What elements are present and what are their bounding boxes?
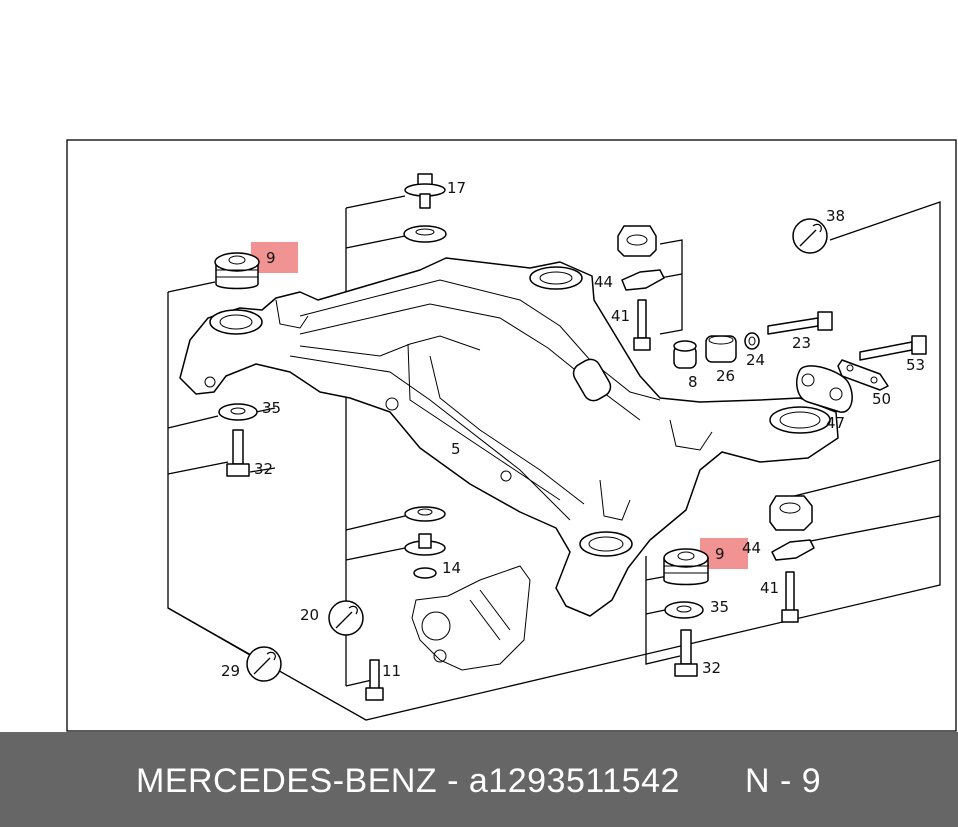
washer-35-left xyxy=(218,403,258,421)
callout-44-upper: 44 xyxy=(594,273,613,291)
callout-41-upper: 41 xyxy=(611,307,630,325)
callout-47: 47 xyxy=(826,414,845,432)
bracket-50 xyxy=(837,359,889,391)
callout-53: 53 xyxy=(906,356,925,374)
wrench-icon-20 xyxy=(328,600,364,636)
callout-32-right: 32 xyxy=(702,659,721,677)
nut-lower xyxy=(769,495,813,531)
callout-38: 38 xyxy=(826,207,845,225)
callout-17: 17 xyxy=(447,179,466,197)
callout-11: 11 xyxy=(382,662,401,680)
part-info-footer: MERCEDES-BENZ - a1293511542 N - 9 xyxy=(0,732,958,827)
brand-part-number: MERCEDES-BENZ - a1293511542 xyxy=(136,762,680,800)
callout-26: 26 xyxy=(716,367,735,385)
callout-35-right: 35 xyxy=(710,598,729,616)
diagram-frame xyxy=(66,139,957,732)
leader-lines xyxy=(167,195,941,721)
mount-47 xyxy=(795,365,853,413)
callout-24: 24 xyxy=(746,351,765,369)
callout-20: 20 xyxy=(300,606,319,624)
callout-50: 50 xyxy=(872,390,891,408)
bolt-17 xyxy=(404,173,446,209)
callout-32-left: 32 xyxy=(254,460,273,478)
plate-44-upper xyxy=(621,269,665,291)
washer-35-right xyxy=(664,601,704,619)
bushing-8 xyxy=(673,340,697,369)
bolt-11 xyxy=(365,659,384,701)
exploded-parts-diagram: 17 38 9 44 41 23 8 26 24 53 50 47 35 32 … xyxy=(66,139,957,732)
callout-14: 14 xyxy=(442,559,461,577)
callout-41-lower: 41 xyxy=(760,579,779,597)
bolt-53 xyxy=(859,335,927,361)
bolt-23 xyxy=(767,311,833,335)
callout-23: 23 xyxy=(792,334,811,352)
diagram-position: N - 9 xyxy=(745,762,822,800)
bolt-41-lower xyxy=(781,571,799,623)
callout-9-right: 9 xyxy=(715,545,725,563)
highlight-item-9-left xyxy=(251,242,298,273)
bolt-41-upper xyxy=(633,299,651,351)
callout-35-left: 35 xyxy=(262,399,281,417)
nut-upper xyxy=(617,225,657,257)
washer-24 xyxy=(744,332,760,350)
rear-axle-carrier xyxy=(179,257,839,617)
callout-29: 29 xyxy=(221,662,240,680)
wrench-icon-38 xyxy=(792,218,828,254)
callout-44-lower: 44 xyxy=(742,539,761,557)
callout-9-left: 9 xyxy=(266,249,276,267)
washer-upper xyxy=(403,225,447,243)
washer-lower-a xyxy=(404,506,446,522)
callout-8: 8 xyxy=(688,373,698,391)
differential-outline xyxy=(411,565,531,671)
sleeve-26 xyxy=(705,335,737,363)
callout-5: 5 xyxy=(451,440,461,458)
bolt-32-left xyxy=(226,429,250,477)
bolt-32-right xyxy=(674,629,698,677)
wrench-icon-29 xyxy=(246,646,282,682)
mount-14 xyxy=(404,533,446,579)
mount-9-right xyxy=(663,548,709,586)
plate-44-lower xyxy=(771,539,815,561)
mount-9-left xyxy=(214,252,260,290)
callout-labels: 17 38 9 44 41 23 8 26 24 53 50 47 35 32 … xyxy=(221,179,925,680)
